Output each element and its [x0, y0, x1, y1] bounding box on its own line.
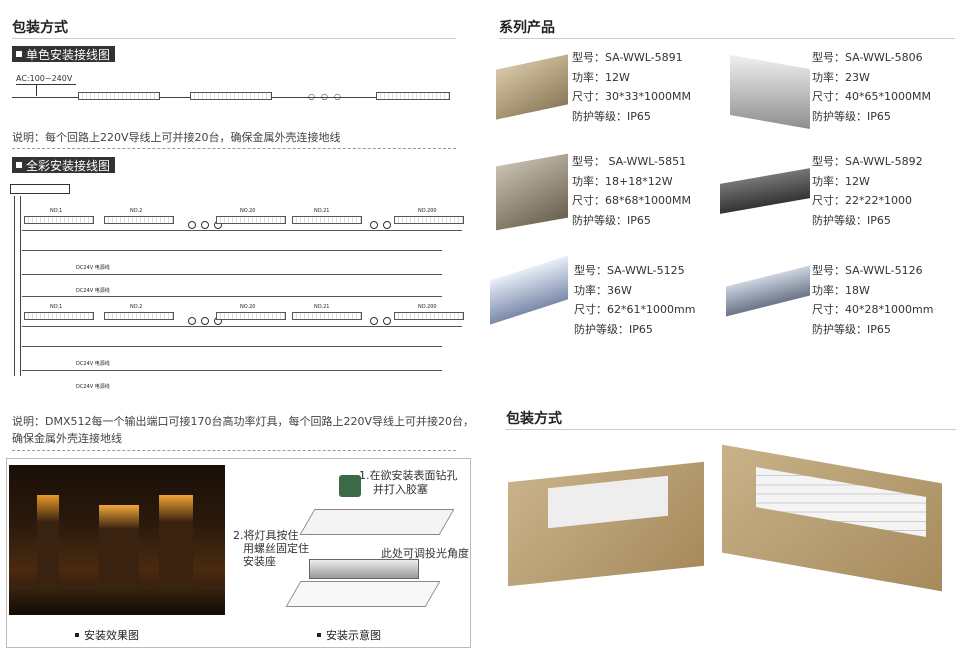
- single-color-tag: 单色安装接线图: [12, 46, 116, 62]
- full-wiring-diagram: NO.1 NO.2 NO.20 NO.21 NO.200 DC24V 电源线 D…: [10, 182, 464, 392]
- lamp-bar: [216, 216, 286, 224]
- lamp-label-no20: NO.20: [240, 208, 256, 214]
- lamp-bar: [78, 92, 160, 100]
- full-note-line2: 确保金属外壳连接地线: [12, 432, 122, 445]
- lamp-bar: [24, 312, 94, 320]
- single-note: 说明：每个回路上220V导线上可并接20台，确保金属外壳连接地线: [12, 131, 341, 144]
- single-color-tag-label: 单色安装接线图: [26, 47, 111, 62]
- lamp-bar: [216, 312, 286, 320]
- lamp-bar: [292, 312, 362, 320]
- step1-text: 1.在欲安装表面钻孔 并打入胶塞: [359, 469, 458, 496]
- lamp-label-no200: NO.200: [418, 208, 437, 214]
- lamp-label-no20: NO.20: [240, 304, 256, 310]
- install-effect-photo: [9, 465, 225, 615]
- ellipsis-dots: ○○○: [308, 92, 347, 101]
- pack-title-rule: [506, 429, 956, 430]
- dc-label: DC24V 电源线: [76, 361, 110, 367]
- ground-surface: [285, 581, 441, 607]
- product-spec-5125: 型号：SA-WWL-5125 功率：36W 尺寸：62*61*1000mm 防护…: [574, 264, 696, 336]
- product-spec-5851: 型号： SA-WWL-5851 功率：18+18*12W 尺寸：68*68*10…: [572, 155, 691, 227]
- mount-surface: [299, 509, 455, 535]
- lamp-label-no200: NO.200: [418, 304, 437, 310]
- lamp-bar: [24, 216, 94, 224]
- angle-note: 此处可调投光角度: [381, 547, 469, 560]
- right-title-rule: [499, 38, 955, 39]
- full-color-tag: 全彩安装接线图: [12, 157, 116, 173]
- square-bullet-icon: [16, 162, 22, 168]
- product-image-5126: [726, 265, 810, 317]
- ellipsis-circles: [370, 214, 392, 233]
- product-spec-5126: 型号：SA-WWL-5126 功率：18W 尺寸：40*28*1000mm 防护…: [812, 264, 934, 336]
- single-wiring-diagram: AC:100~240V ○○○: [12, 72, 456, 112]
- dashed-divider: [12, 450, 456, 451]
- right-section-title: 系列产品: [499, 20, 555, 36]
- ellipsis-circles: [370, 310, 392, 329]
- controller-box: [10, 184, 70, 194]
- ac-voltage-label: AC:100~240V: [16, 74, 73, 83]
- product-spec-5892: 型号：SA-WWL-5892 功率：12W 尺寸：22*22*1000 防护等级…: [812, 155, 923, 227]
- lamp-label-no21: NO.21: [314, 208, 330, 214]
- lamp-bar: [376, 92, 450, 100]
- pack-section-title: 包装方式: [506, 411, 562, 427]
- lamp-label-no2: NO.2: [130, 304, 143, 310]
- step2-text: 2.将灯具按住 用螺丝固定住 安装座: [233, 529, 309, 568]
- lamp-bar: [394, 216, 464, 224]
- full-note-line1: 说明：DMX512每一个输出端口可接170台高功率灯具，每个回路上220V导线上…: [12, 415, 475, 428]
- lamp-label-no1: NO.1: [50, 208, 63, 214]
- left-title-rule: [12, 38, 456, 39]
- dc-label: DC24V 电源线: [76, 384, 110, 390]
- install-effect-caption: 安装效果图: [75, 627, 139, 643]
- install-diagram: 1.在欲安装表面钻孔 并打入胶塞 2.将灯具按住 用螺丝固定住 安装座 此处可调…: [233, 463, 469, 623]
- package-photo-2: [722, 444, 946, 592]
- install-panel: 安装效果图 1.在欲安装表面钻孔 并打入胶塞 2.将灯具按住 用螺丝固定住 安装…: [6, 458, 471, 648]
- product-spec-5891: 型号：SA-WWL-5891 功率：12W 尺寸：30*33*1000MM 防护…: [572, 51, 691, 123]
- lamp-bar: [292, 216, 362, 224]
- lamp-bar: [104, 216, 174, 224]
- lamp-label-no2: NO.2: [130, 208, 143, 214]
- dc-label: DC24V 电源线: [76, 288, 110, 294]
- dc-label: DC24V 电源线: [76, 265, 110, 271]
- lamp-label-no1: NO.1: [50, 304, 63, 310]
- full-color-tag-label: 全彩安装接线图: [26, 158, 111, 173]
- left-section-title: 包装方式: [12, 20, 68, 36]
- drill-icon: [339, 475, 361, 497]
- lamp-bar: [104, 312, 174, 320]
- product-image-5806: [730, 54, 810, 130]
- product-image-5125: [490, 255, 568, 325]
- square-bullet-icon: [16, 51, 22, 57]
- lamp-fixture: [309, 559, 419, 579]
- dashed-divider: [12, 148, 456, 149]
- install-diagram-caption: 安装示意图: [317, 627, 381, 643]
- product-image-5892: [720, 168, 810, 214]
- lamp-label-no21: NO.21: [314, 304, 330, 310]
- product-image-5851: [496, 153, 568, 231]
- product-image-5891: [496, 54, 568, 120]
- lamp-bar: [394, 312, 464, 320]
- package-photo-1: [508, 452, 708, 587]
- product-spec-5806: 型号：SA-WWL-5806 功率：23W 尺寸：40*65*1000MM 防护…: [812, 51, 931, 123]
- lamp-bar: [190, 92, 272, 100]
